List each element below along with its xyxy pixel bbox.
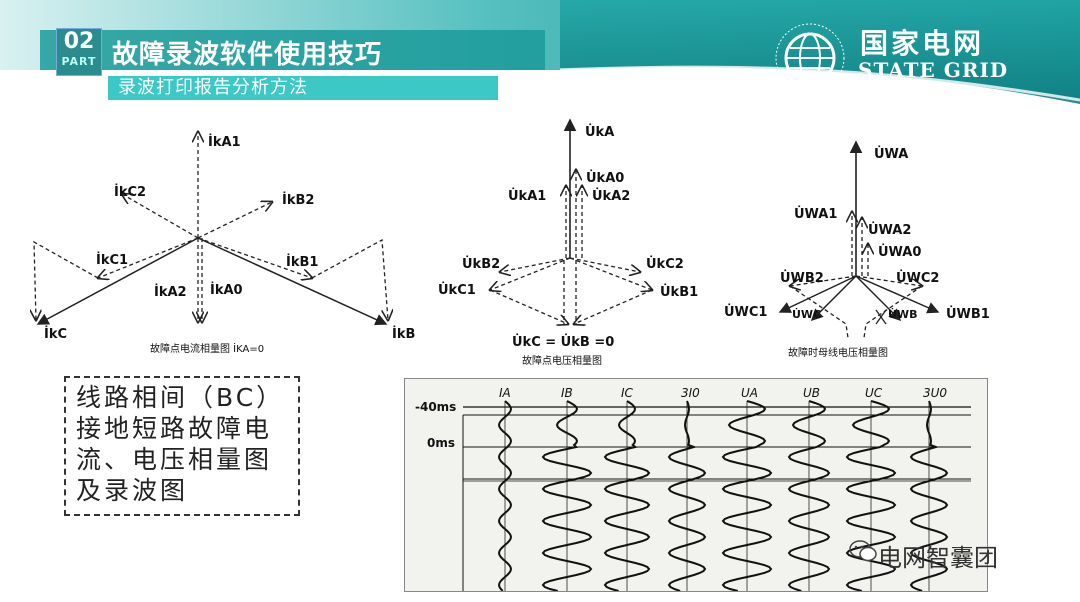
channel-wave-3 <box>667 400 707 592</box>
channel-label-7: 3U0 <box>923 386 947 400</box>
label-uwb: U̇WB <box>888 308 917 321</box>
label-uwa: U̇WA <box>874 147 908 162</box>
label-ikc1: İkC1 <box>96 252 128 268</box>
channel-wave-7 <box>909 400 949 592</box>
current-phasor-diagram <box>34 132 388 326</box>
label-ikb: İkB <box>392 326 415 342</box>
channel-label-3: 3I0 <box>681 386 700 400</box>
channel-label-5: UB <box>803 386 820 400</box>
channel-wave-2 <box>603 400 651 592</box>
logo-name-cn: 国家电网 <box>860 27 985 60</box>
channel-wave-0 <box>497 400 513 592</box>
description-line: 及录波图 <box>76 476 189 505</box>
label-uka1: U̇kA1 <box>508 189 546 204</box>
channel-wave-5 <box>787 400 831 592</box>
time-label-minus40: -40ms <box>415 400 456 414</box>
channel-wave-1 <box>541 400 593 592</box>
part-word: PART <box>61 55 97 68</box>
waveform-plot: -40ms 0ms IA IB IC 3I0 UA UB UC 3U0 <box>415 386 971 592</box>
channel-label-6: UC <box>865 386 883 400</box>
fault-voltage-phasor-diagram <box>490 118 652 324</box>
label-uwa2: U̇WA2 <box>868 223 911 238</box>
label-uwb2: U̇WB2 <box>780 271 824 286</box>
label-uwc2: U̇WC2 <box>896 271 939 286</box>
waveform-recording: -40ms 0ms IA IB IC 3I0 UA UB UC 3U0 <box>404 378 988 592</box>
label-ukc1: U̇kC1 <box>438 283 476 298</box>
label-uwc1: U̇WC1 <box>724 305 767 320</box>
logo-name-en: STATE GRID <box>858 58 1009 82</box>
part-badge: 02 PART <box>56 28 102 76</box>
label-ikb2: İkB2 <box>282 192 314 208</box>
wechat-icon <box>849 540 877 562</box>
label-ikb1: İkB1 <box>286 254 318 270</box>
page-subtitle: 录波打印报告分析方法 <box>118 77 308 98</box>
watermark-text: 电网智囊团 <box>842 538 998 573</box>
label-ukb2: U̇kB2 <box>462 257 500 272</box>
label-equation: U̇kC = U̇kB =0 <box>512 335 614 350</box>
channel-label-0: IA <box>499 386 511 400</box>
label-ikc2: İkC2 <box>114 184 146 200</box>
fault-voltage-caption: 故障点电压相量图 <box>522 354 602 367</box>
state-grid-globe-icon <box>775 23 845 93</box>
subtitle-bar <box>108 76 498 100</box>
current-diagram-caption: 故障点电流相量图 İKA=0 <box>150 342 264 355</box>
bus-voltage-caption: 故障时母线电压相量图 <box>788 346 888 359</box>
bus-voltage-phasor-diagram <box>778 140 940 339</box>
label-uwa0: U̇WA0 <box>878 245 921 260</box>
description-line: 流、电压相量图 <box>76 445 273 474</box>
label-ikc: İkC <box>44 326 67 342</box>
channel-label-1: IB <box>561 386 573 400</box>
label-ika1: İkA1 <box>208 134 241 150</box>
label-ukb1: U̇kB1 <box>660 285 698 300</box>
phasor-diagrams: İkA1 İkC2 İkB2 İkC1 İkB1 İkA2 İkA0 İkC İ… <box>0 118 990 367</box>
label-ika0: İkA0 <box>210 282 243 298</box>
part-number: 02 <box>63 29 95 54</box>
label-uka: U̇kA <box>585 125 614 140</box>
label-ukc2: U̇kC2 <box>646 257 684 272</box>
page-title: 故障录波软件使用技巧 <box>112 40 383 70</box>
description-box: 线路相间（BC） 接地短路故障电 流、电压相量图 及录波图 <box>64 376 300 516</box>
label-uka2: U̇kA2 <box>592 189 630 204</box>
channel-wave-4 <box>721 400 773 592</box>
label-uwa1: U̇WA1 <box>794 207 837 222</box>
watermark-label: 电网智囊团 <box>878 544 998 572</box>
label-ika2: İkA2 <box>154 284 187 300</box>
description-line: 线路相间（BC） <box>76 383 285 412</box>
channel-label-4: UA <box>741 386 758 400</box>
description-line: 接地短路故障电 <box>76 414 273 443</box>
channel-label-2: IC <box>621 386 634 400</box>
label-uwc: U̇WC <box>792 308 821 321</box>
time-label-zero: 0ms <box>427 436 455 450</box>
label-uka0: U̇kA0 <box>586 171 624 186</box>
label-uwb1: U̇WB1 <box>946 307 990 322</box>
